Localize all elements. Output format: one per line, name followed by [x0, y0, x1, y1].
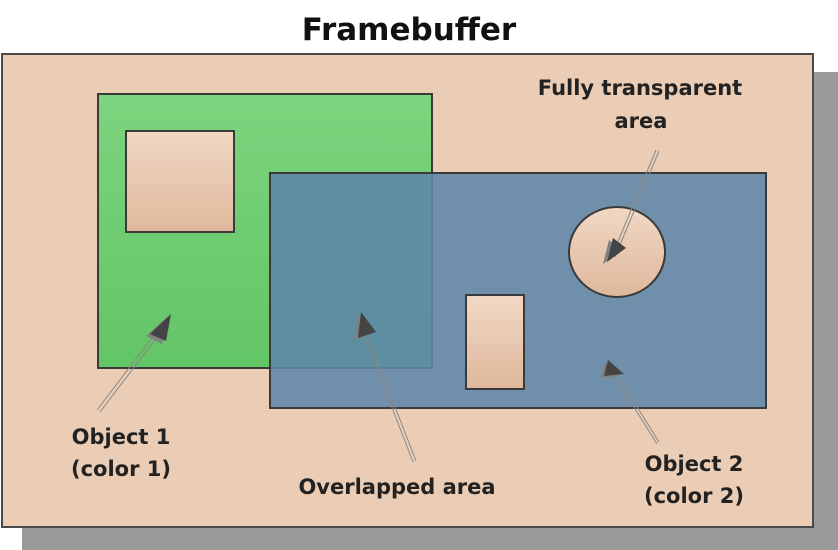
label-object2-line2: (color 2)	[644, 484, 744, 508]
label-object1-line1: Object 1	[72, 425, 171, 449]
object1-hole	[125, 130, 235, 233]
label-object1-line2: (color 1)	[71, 457, 171, 481]
label-fully-transparent-line1: Fully transparent	[538, 76, 742, 100]
object1-arrow	[96, 314, 171, 413]
label-fully-transparent-line2: area	[615, 109, 668, 133]
object2-rect-hole	[465, 294, 525, 390]
transparent-area-arrow	[603, 149, 660, 264]
overlapped-area-arrow	[354, 312, 417, 463]
diagram-title: Framebuffer	[302, 12, 517, 48]
object2-arrow	[600, 360, 660, 445]
label-object2-line1: Object 2	[645, 452, 744, 476]
label-overlapped-area: Overlapped area	[298, 475, 495, 499]
